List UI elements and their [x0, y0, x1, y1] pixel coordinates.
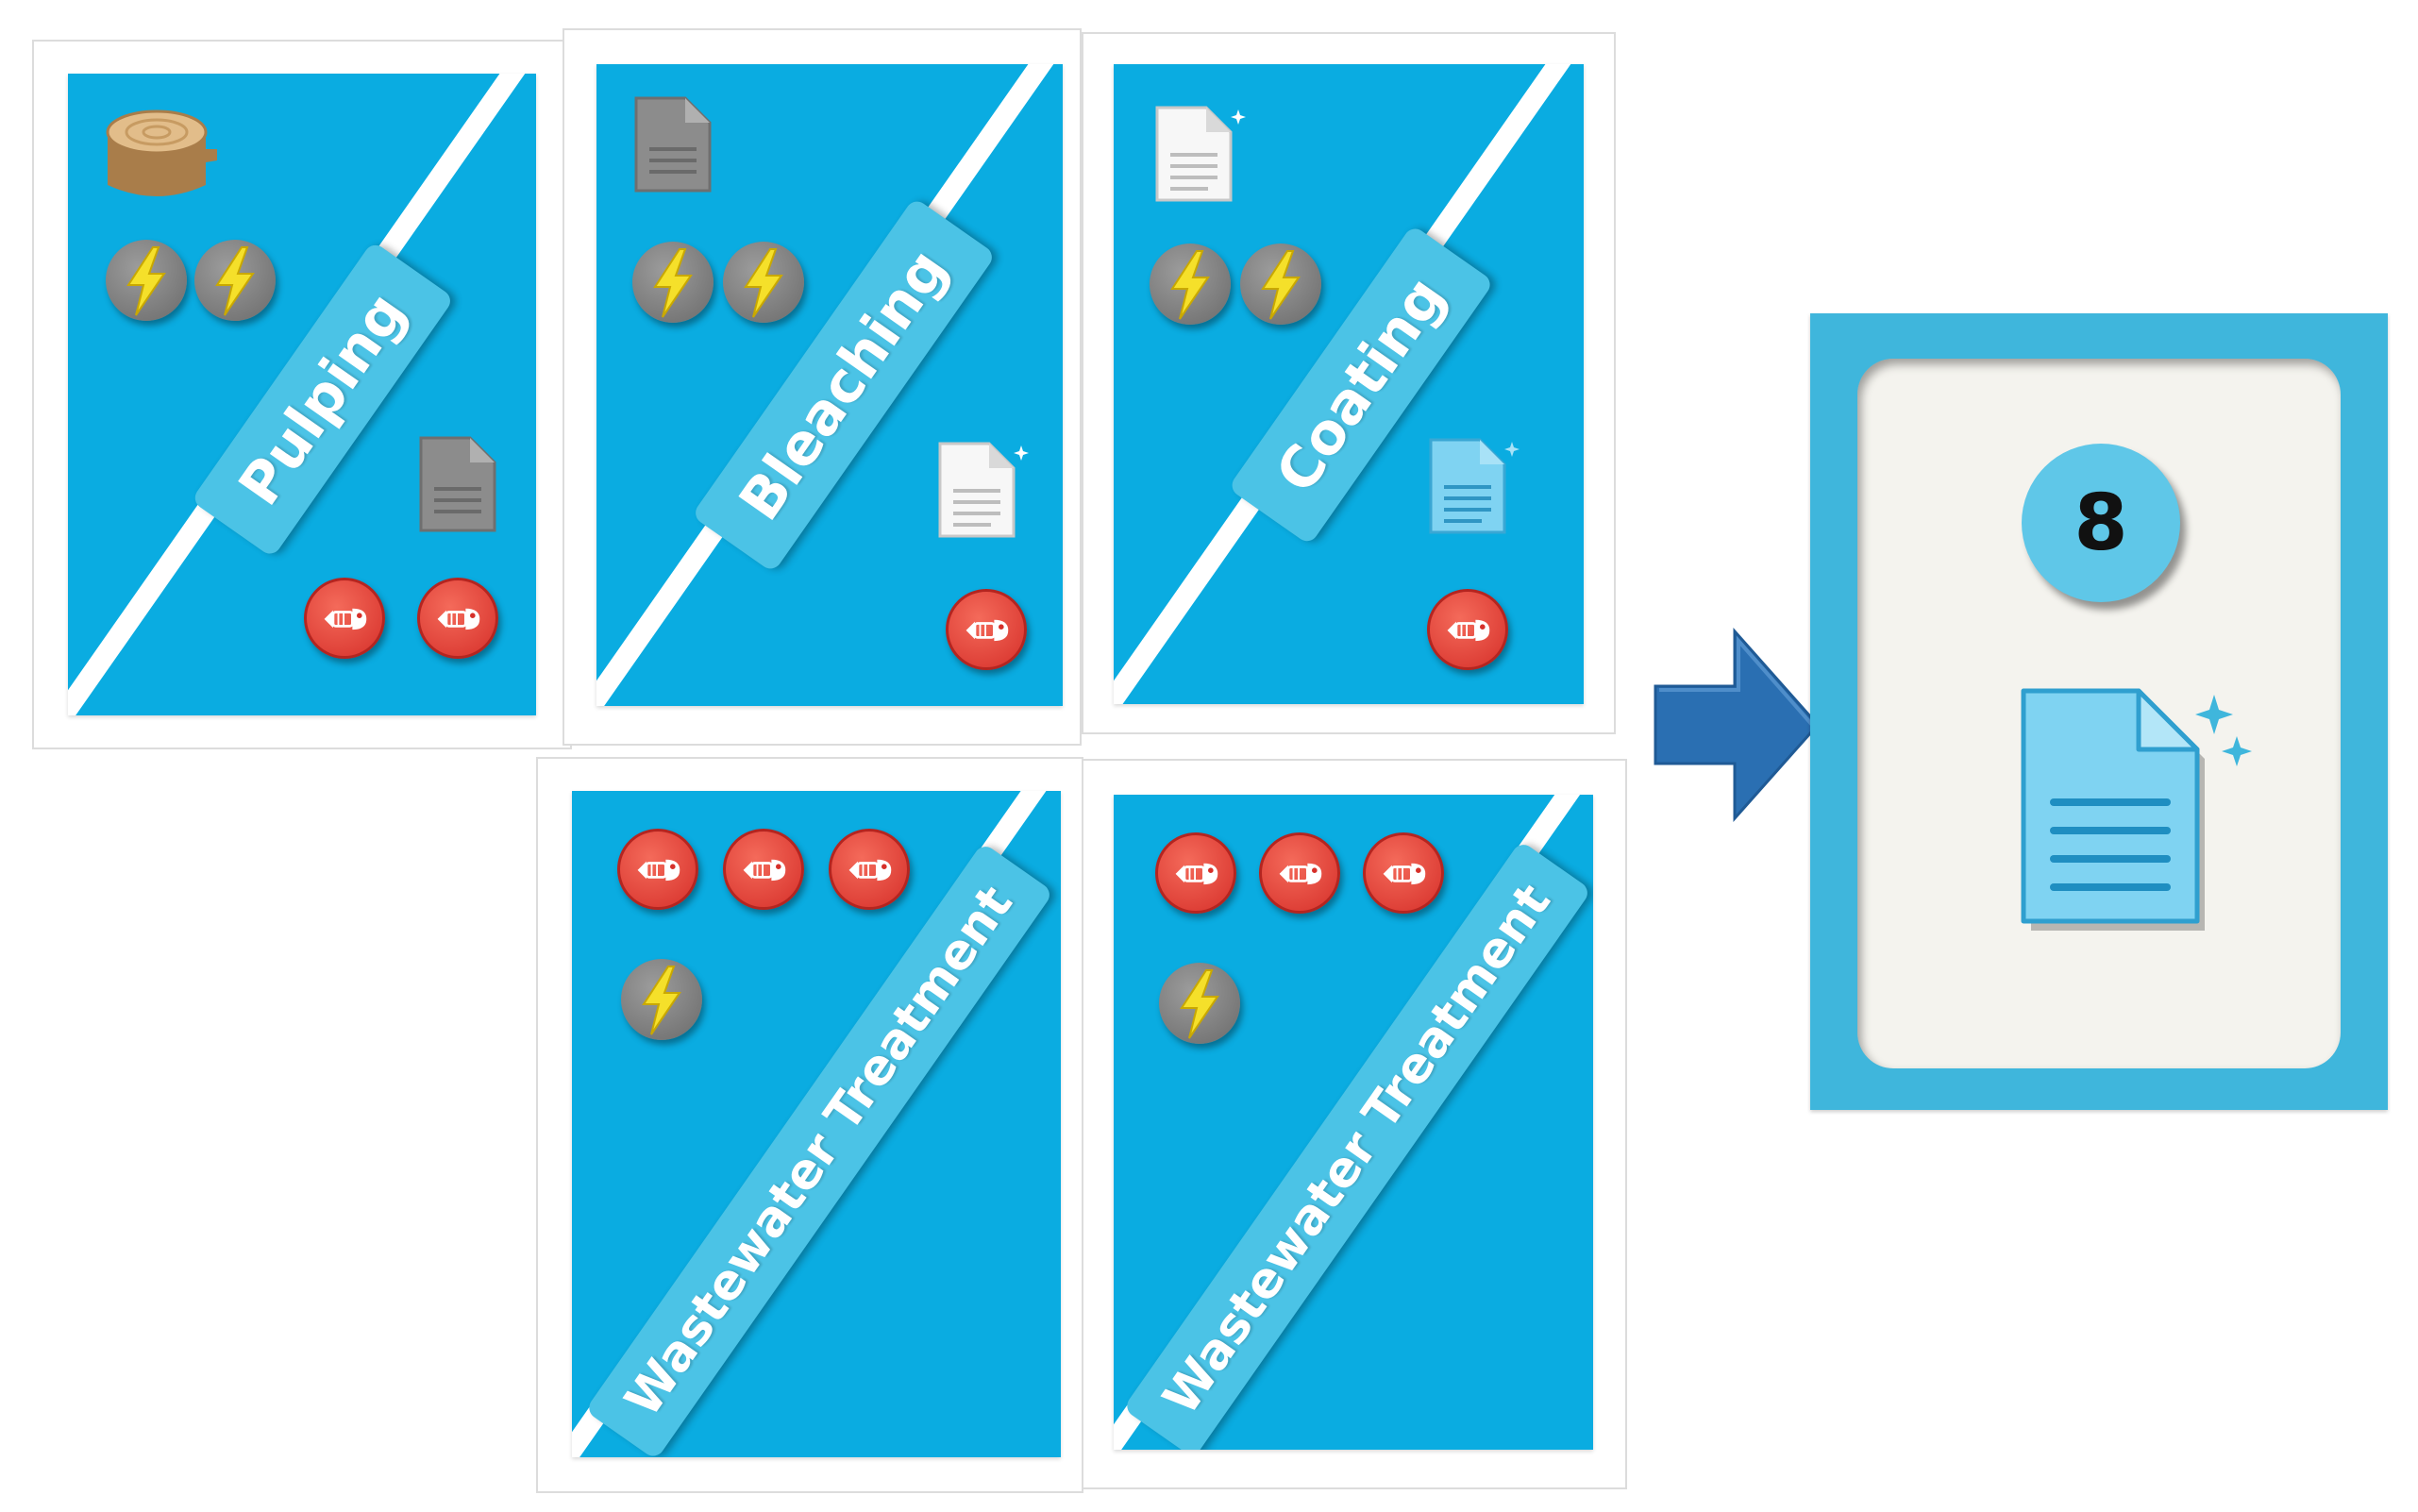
- dead-fish-icon: [304, 578, 385, 659]
- lightning-bolt-icon: [632, 242, 714, 323]
- dead-fish-icon: [1155, 832, 1236, 914]
- dead-fish-icon: [617, 829, 698, 910]
- dead-fish-icon: [1363, 832, 1444, 914]
- right-arrow-icon: [1654, 628, 1821, 822]
- result-card[interactable]: 8: [1810, 313, 2388, 1110]
- dead-fish-icon: [1259, 832, 1340, 914]
- dead-fish-icon: [829, 829, 910, 910]
- grey-paper-icon: [630, 92, 715, 196]
- dead-fish-icon: [1427, 589, 1508, 670]
- dead-fish-icon: [946, 589, 1027, 670]
- card-label: Wastewater Treatment: [1122, 840, 1592, 1450]
- process-card-wastewater-2[interactable]: Wastewater Treatment: [1114, 795, 1593, 1450]
- card-label: Wastewater Treatment: [584, 842, 1054, 1457]
- lightning-bolt-icon: [106, 240, 187, 321]
- dead-fish-icon: [723, 829, 804, 910]
- lightning-bolt-icon: [194, 240, 276, 321]
- grey-paper-icon: [415, 432, 500, 536]
- dead-fish-icon: [417, 578, 498, 659]
- blue-paper-icon: [2021, 688, 2252, 931]
- lightning-bolt-icon: [1240, 244, 1321, 325]
- log-icon: [106, 109, 217, 196]
- lightning-bolt-icon: [1150, 244, 1231, 325]
- lightning-bolt-icon: [621, 959, 702, 1040]
- card-label-wrap: Wastewater Treatment: [584, 842, 1054, 1457]
- white-paper-icon: [1151, 102, 1246, 206]
- lightning-bolt-icon: [723, 242, 804, 323]
- card-label-wrap: Wastewater Treatment: [1122, 840, 1592, 1450]
- points-badge: 8: [2022, 444, 2180, 602]
- lightning-bolt-icon: [1159, 963, 1240, 1044]
- process-card-bleaching[interactable]: Bleaching: [596, 64, 1063, 706]
- points-value: 8: [2074, 478, 2128, 568]
- white-paper-icon: [934, 438, 1029, 542]
- process-card-wastewater-1[interactable]: Wastewater Treatment: [572, 791, 1061, 1457]
- process-card-coating[interactable]: Coating: [1114, 64, 1584, 704]
- blue-paper-icon: [1425, 434, 1520, 538]
- process-card-pulping[interactable]: Pulping: [68, 74, 536, 715]
